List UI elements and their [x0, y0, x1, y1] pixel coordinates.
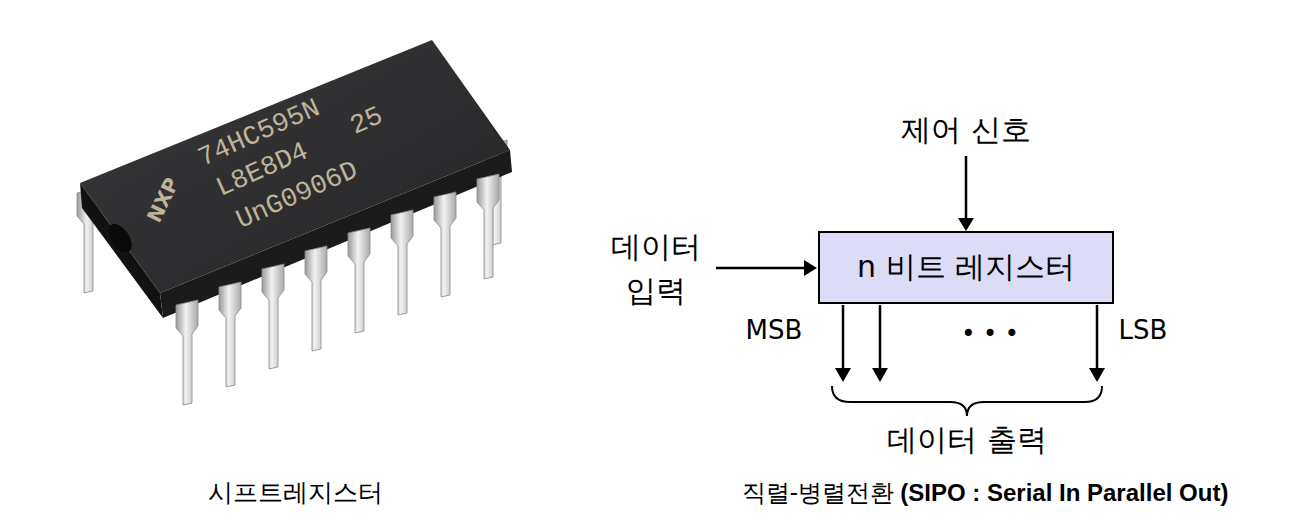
- bit-label: LSB: [1119, 315, 1168, 346]
- signal-name: 데이터 출력: [887, 422, 1047, 458]
- caption-row: 직렬-병렬전환(SIPO : Serial In Parallel Out): [742, 477, 1229, 509]
- signal-name: 데이터 입력: [600, 225, 712, 312]
- register-box: n 비트 레지스터: [818, 231, 1114, 304]
- ellipsis: • • •: [961, 320, 1019, 349]
- caption: (SIPO : Serial In Parallel Out): [900, 479, 1228, 507]
- caption: 시프트레지스터: [208, 478, 383, 508]
- caption: 직렬-병렬전환: [742, 477, 895, 509]
- signal-name: 제어 신호: [901, 112, 1031, 148]
- bit-label: MSB: [746, 315, 803, 346]
- box-text: n 비트 레지스터: [857, 247, 1075, 288]
